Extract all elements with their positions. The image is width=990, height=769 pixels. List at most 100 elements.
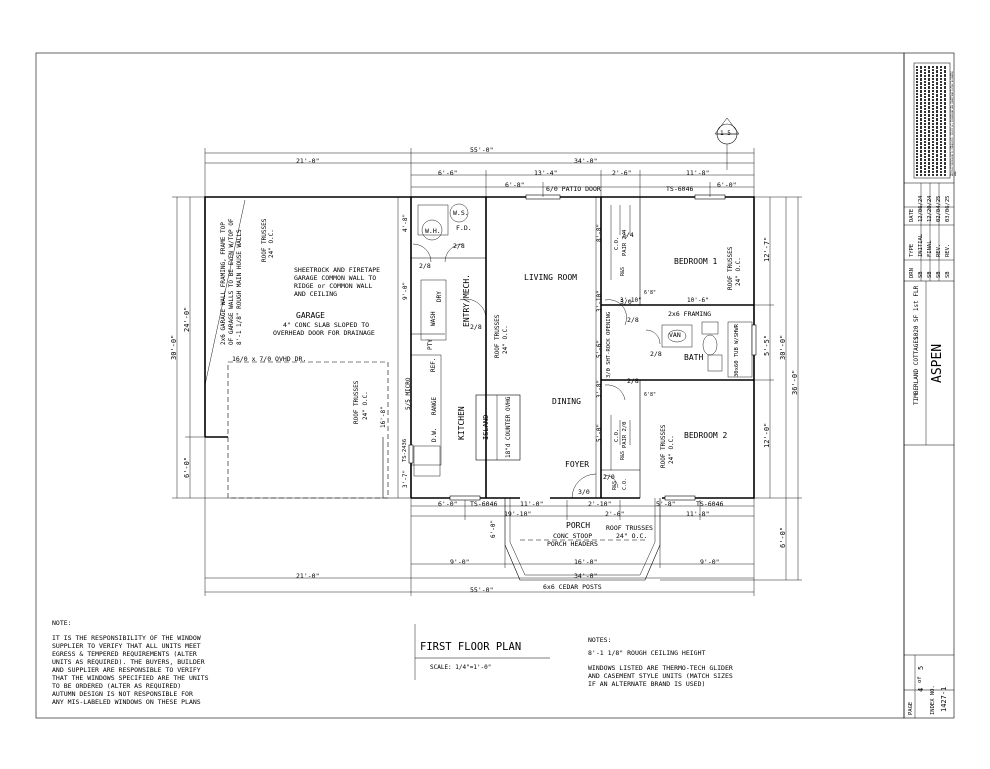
windows-note: WINDOWS LISTED ARE THERMO-TECH GLIDER AN…	[588, 664, 733, 688]
note-line: TO BE ORDERED (ALTER AS REQUIRED)	[52, 682, 182, 690]
porch-outline	[504, 498, 661, 581]
roof-trusses-garage: ROOF TRUSSES	[261, 218, 268, 262]
note-line: RIDGE or COMMON WALL	[294, 282, 373, 290]
dim-top-row3: 6'-0"	[717, 181, 737, 189]
dryer-label: DRY	[436, 291, 443, 302]
window-ts-top: TS-6046	[666, 185, 694, 193]
garage-wall-note-3: 8'-1 1/8" ROUGH MAIN HOUSE WALLS	[236, 229, 243, 345]
door-tag: 2/8	[650, 350, 662, 358]
plan-scale: SCALE: 1/4"=1'-0"	[430, 664, 492, 671]
door-tag: 2/0	[603, 473, 615, 481]
dim-inner: 5'-6"	[596, 339, 603, 358]
section-marker-label: 1 5	[720, 130, 731, 137]
dim-inner: 8'-8"	[596, 223, 603, 242]
dim-bottom-row1: 2'-10"	[588, 500, 612, 508]
room-bath: BATH	[684, 353, 704, 362]
disclaimer-text: NOTE: DESIGN OF THIS PLAN IS THE PROPERT…	[950, 71, 957, 176]
water-heater-label: W.H.	[425, 227, 441, 235]
note-line: IF AN ALTERNATE BRAND IS USED)	[588, 680, 706, 688]
door-tag: 2/8	[470, 323, 482, 331]
window-ts-bottom-left: TS-6046	[470, 500, 498, 508]
rev-date: 12/20/24	[927, 195, 933, 223]
room-bedroom1: BEDROOM 1	[674, 257, 718, 266]
dim-top-row2: 2'-6"	[612, 169, 632, 177]
water-heater	[417, 204, 449, 236]
dim-left-overall: 30'-0"	[170, 334, 178, 360]
roof-trusses-bed2-oc: 24" O.C.	[668, 435, 675, 464]
dim-bottom-right: 34'-0"	[574, 572, 598, 580]
notes-left-heading: NOTE:	[52, 619, 72, 627]
dim-porch: 9'-0"	[700, 558, 720, 566]
dim-inner: 16'-8"	[380, 406, 387, 428]
room-porch: PORCH	[566, 521, 591, 530]
roof-trusses-bed1: ROOF TRUSSES	[727, 246, 734, 290]
counter-overhang: 18"d COUNTER OVHG	[505, 396, 512, 458]
dim-top-row3: 6'-8"	[505, 181, 525, 189]
interior-walls	[411, 197, 754, 498]
closet-label: C.O.	[614, 236, 620, 250]
cedar-posts-label: 6x6 CEDAR POSTS	[543, 583, 602, 591]
floor-drain-label: F.D.	[456, 224, 472, 232]
closet-door-label: PAIR 2/4	[622, 229, 628, 257]
dim-bottom-row1: 11'-8"	[686, 510, 710, 518]
note-line: AND CEILING	[294, 290, 338, 298]
door-tag: 2/8	[627, 377, 639, 385]
room-bedroom2: BEDROOM 2	[684, 431, 728, 440]
rev-date: 12/06/24	[918, 195, 924, 223]
windows	[408, 194, 757, 501]
rev-type: INITIAL	[918, 233, 924, 257]
page-label: PAGE	[908, 701, 914, 715]
porch-headers-label: PORCH HEADERS	[547, 540, 598, 548]
dim-inner: 5'-0"	[596, 423, 603, 442]
note-line: ANY MIS-LABELED WINDOWS ON THESE PLANS	[52, 698, 201, 706]
dim-bottom-row1: 11'-0"	[520, 500, 544, 508]
rev-type: REV.	[945, 243, 951, 257]
note-line: WINDOWS LISTED ARE THERMO-TECH GLIDER	[588, 664, 733, 672]
island-counter	[475, 394, 521, 461]
dim-porch: 16'-0"	[574, 558, 598, 566]
door-tag: 2/8	[453, 242, 465, 250]
roof-trusses-garage-oc: 24" O.C.	[268, 229, 275, 258]
dim-right-segment: 5'-5"	[763, 334, 771, 356]
note-line: THAT THE WINDOWS SPECIFIED ARE THE UNITS	[52, 674, 209, 682]
dim-porch: 9'-0"	[450, 558, 470, 566]
index-label: INDEX NO.	[930, 685, 936, 715]
roof-trusses-garage-2: ROOF TRUSSES	[353, 380, 360, 424]
page-of: of	[917, 676, 923, 683]
dim-inner: 3'-10"	[596, 290, 603, 312]
door-swings	[412, 205, 661, 499]
rev-by: SB	[945, 271, 951, 278]
dim-overall-top: 55'-0"	[470, 146, 494, 154]
note-line: IT IS THE RESPONSIBILITY OF THE WINDOW	[52, 634, 201, 642]
closet-label: C.O.	[614, 428, 620, 442]
dim-inner: 4'-8"	[402, 213, 409, 232]
note-line: AND CASEMENT STYLE UNITS (MATCH SIZES	[588, 672, 733, 680]
rev-by: SB	[936, 271, 942, 278]
dim-bottom-row1: 6'-0"	[438, 500, 458, 508]
room-living: LIVING ROOM	[524, 273, 577, 282]
range-label: RANGE	[431, 396, 438, 415]
dim-left-garage: 24'-0"	[183, 306, 191, 332]
rev-header-drn: DRN	[909, 268, 915, 278]
rev-header-type: TYPE	[909, 243, 915, 257]
dim-bottom-row2: 2'-6"	[605, 510, 625, 518]
garage-wall-note-2: OF GARAGE WALLS TO BE EVEN W/TOP OF	[228, 218, 235, 345]
door-tag: 3/0	[578, 488, 590, 496]
page-total: 5	[917, 665, 925, 670]
dim-top-left: 21'-0"	[296, 157, 320, 165]
dim-bottom-row2: 19'-10"	[504, 510, 532, 518]
door-tag: 2/8	[419, 262, 431, 270]
dim-left-stub: 6'-0"	[183, 456, 191, 478]
note-line: AUTUMN DESIGN IS NOT RESPONSIBLE FOR	[52, 690, 193, 698]
title-sqft: 1020 SF 1st FLR	[913, 285, 920, 340]
ceiling-height-note: 8'-1 1/8" ROUGH CEILING HEIGHT	[588, 649, 706, 657]
washer-label: WASH	[430, 311, 437, 326]
framing-note: 2x6 FRAMING	[668, 310, 712, 318]
dim-bottom-row1: 5'-8"	[656, 500, 676, 508]
room-dining: DINING	[552, 397, 581, 406]
rev-by: SB	[918, 271, 924, 278]
door-tag: 2/8	[627, 316, 639, 324]
note-line: SUPPLIER TO VERIFY THAT ALL UNITS MEET	[52, 642, 201, 650]
notes-left-body: IT IS THE RESPONSIBILITY OF THE WINDOW S…	[52, 634, 209, 706]
